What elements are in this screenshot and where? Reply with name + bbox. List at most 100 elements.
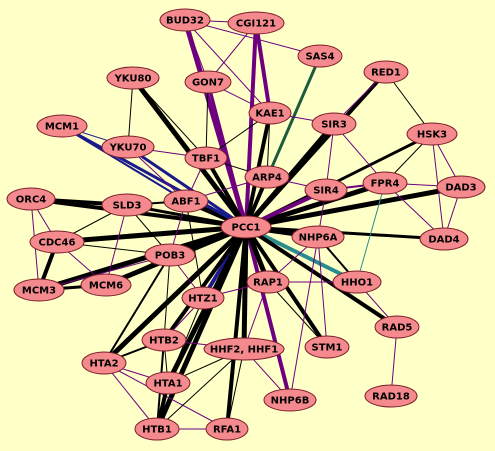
node-red1[interactable]: RED1 <box>363 60 409 84</box>
edge-fpr4-hho1 <box>356 182 386 283</box>
edge-hhf2-hhf1-htb1 <box>156 348 245 430</box>
node-ellipse <box>13 278 65 302</box>
node-label: MCM1 <box>45 122 79 133</box>
node-sir3[interactable]: SIR3 <box>311 112 357 136</box>
edge-pcc1-dad3 <box>243 184 464 230</box>
edge-yku80-tbf1 <box>132 77 207 159</box>
edge-pcc1-mcm1 <box>60 124 248 229</box>
node-ellipse <box>106 66 160 90</box>
node-ellipse <box>29 230 85 254</box>
node-hta1[interactable]: HTA1 <box>145 371 191 395</box>
node-ellipse <box>159 8 211 32</box>
edge-bud32-kae1 <box>184 19 271 114</box>
node-label: NHP6B <box>271 396 310 407</box>
node-kae1[interactable]: KAE1 <box>248 101 292 125</box>
node-pcc1[interactable]: PCC1 <box>220 215 272 239</box>
edge-hta2-htb1 <box>103 362 158 430</box>
node-label: BUD32 <box>166 16 204 27</box>
node-hhf2-hhf1[interactable]: HHF2, HHF1 <box>203 337 285 361</box>
node-orc4[interactable]: ORC4 <box>6 187 56 211</box>
node-label: RAD18 <box>372 392 410 403</box>
edge-pcc1-nhp6b <box>244 225 292 402</box>
node-rad18[interactable]: RAD18 <box>364 384 418 408</box>
node-label: HTA1 <box>153 379 182 390</box>
node-mcm1[interactable]: MCM1 <box>36 114 88 138</box>
node-ellipse <box>332 270 382 294</box>
node-htb1[interactable]: HTB1 <box>134 417 180 441</box>
node-label: MCM6 <box>89 281 123 292</box>
node-htz1[interactable]: HTZ1 <box>181 286 225 310</box>
node-ellipse <box>246 270 290 294</box>
node-rap1[interactable]: RAP1 <box>246 270 290 294</box>
node-ellipse <box>101 193 153 217</box>
node-ellipse <box>6 187 56 211</box>
node-sir4[interactable]: SIR4 <box>304 178 348 202</box>
node-sld3[interactable]: SLD3 <box>101 193 153 217</box>
node-cdc46[interactable]: CDC46 <box>29 230 85 254</box>
node-label: HTZ1 <box>188 294 217 305</box>
node-rfa1[interactable]: RFA1 <box>205 417 249 441</box>
edge-pcc1-gon7 <box>206 80 248 229</box>
node-label: RAP1 <box>253 278 283 289</box>
node-label: ARP4 <box>252 173 282 184</box>
node-label: NHP6A <box>299 233 338 244</box>
node-ellipse <box>304 178 348 202</box>
node-tbf1[interactable]: TBF1 <box>184 146 228 170</box>
node-htb2[interactable]: HTB2 <box>141 328 187 352</box>
node-ellipse <box>36 114 88 138</box>
node-ellipse <box>436 175 486 199</box>
node-nhp6a[interactable]: NHP6A <box>291 225 345 249</box>
node-label: FPR4 <box>371 179 400 190</box>
node-ellipse <box>311 112 357 136</box>
node-yku70[interactable]: YKU70 <box>101 135 155 159</box>
node-label: SIR3 <box>321 120 347 131</box>
edge-yku80-yku70 <box>127 77 134 148</box>
node-ellipse <box>362 171 408 195</box>
node-ellipse <box>80 273 132 297</box>
node-mcm3[interactable]: MCM3 <box>13 278 65 302</box>
edge-pcc1-cgi121 <box>244 21 258 229</box>
edge-cgi121-kae1 <box>254 21 272 115</box>
node-arp4[interactable]: ARP4 <box>244 165 290 189</box>
node-dad3[interactable]: DAD3 <box>436 175 486 199</box>
node-hho1[interactable]: HHO1 <box>332 270 382 294</box>
node-ellipse <box>141 328 187 352</box>
node-label: CGI121 <box>236 19 276 30</box>
node-mcm6[interactable]: MCM6 <box>80 273 132 297</box>
node-ellipse <box>145 371 191 395</box>
node-hsk3[interactable]: HSK3 <box>406 122 458 146</box>
node-label: HHO1 <box>341 278 373 289</box>
edge-bud32-sas4 <box>184 19 321 57</box>
node-fpr4[interactable]: FPR4 <box>362 171 408 195</box>
node-gon7[interactable]: GON7 <box>184 70 232 94</box>
edge-pob3-htb2 <box>163 254 171 341</box>
node-label: PCC1 <box>232 223 261 234</box>
node-nhp6b[interactable]: NHP6B <box>263 388 317 412</box>
node-label: MCM3 <box>22 286 56 297</box>
edge-abf1-htz1 <box>185 200 204 299</box>
node-ellipse <box>81 351 127 375</box>
node-bud32[interactable]: BUD32 <box>159 8 211 32</box>
node-abf1[interactable]: ABF1 <box>163 189 209 213</box>
node-rad5[interactable]: RAD5 <box>374 315 420 339</box>
node-ellipse <box>363 60 409 84</box>
node-stm1[interactable]: STM1 <box>304 335 350 359</box>
edge-pcc1-sir3 <box>243 121 337 230</box>
node-label: ABF1 <box>171 197 200 208</box>
node-dad4[interactable]: DAD4 <box>419 227 469 251</box>
node-cgi121[interactable]: CGI121 <box>227 11 285 35</box>
node-ellipse <box>205 417 249 441</box>
edge-pob3-hta2 <box>103 254 171 364</box>
node-pob3[interactable]: POB3 <box>144 243 196 267</box>
edge-pcc1-dad4 <box>244 225 446 241</box>
node-ellipse <box>184 146 228 170</box>
node-yku80[interactable]: YKU80 <box>106 66 160 90</box>
node-label: SAS4 <box>305 52 334 63</box>
node-sas4[interactable]: SAS4 <box>297 44 343 68</box>
node-label: GON7 <box>192 78 224 89</box>
edge-pcc1-yku70 <box>126 145 248 229</box>
node-ellipse <box>364 384 418 408</box>
edge-pcc1-htb2 <box>162 225 248 342</box>
node-hta2[interactable]: HTA2 <box>81 351 127 375</box>
